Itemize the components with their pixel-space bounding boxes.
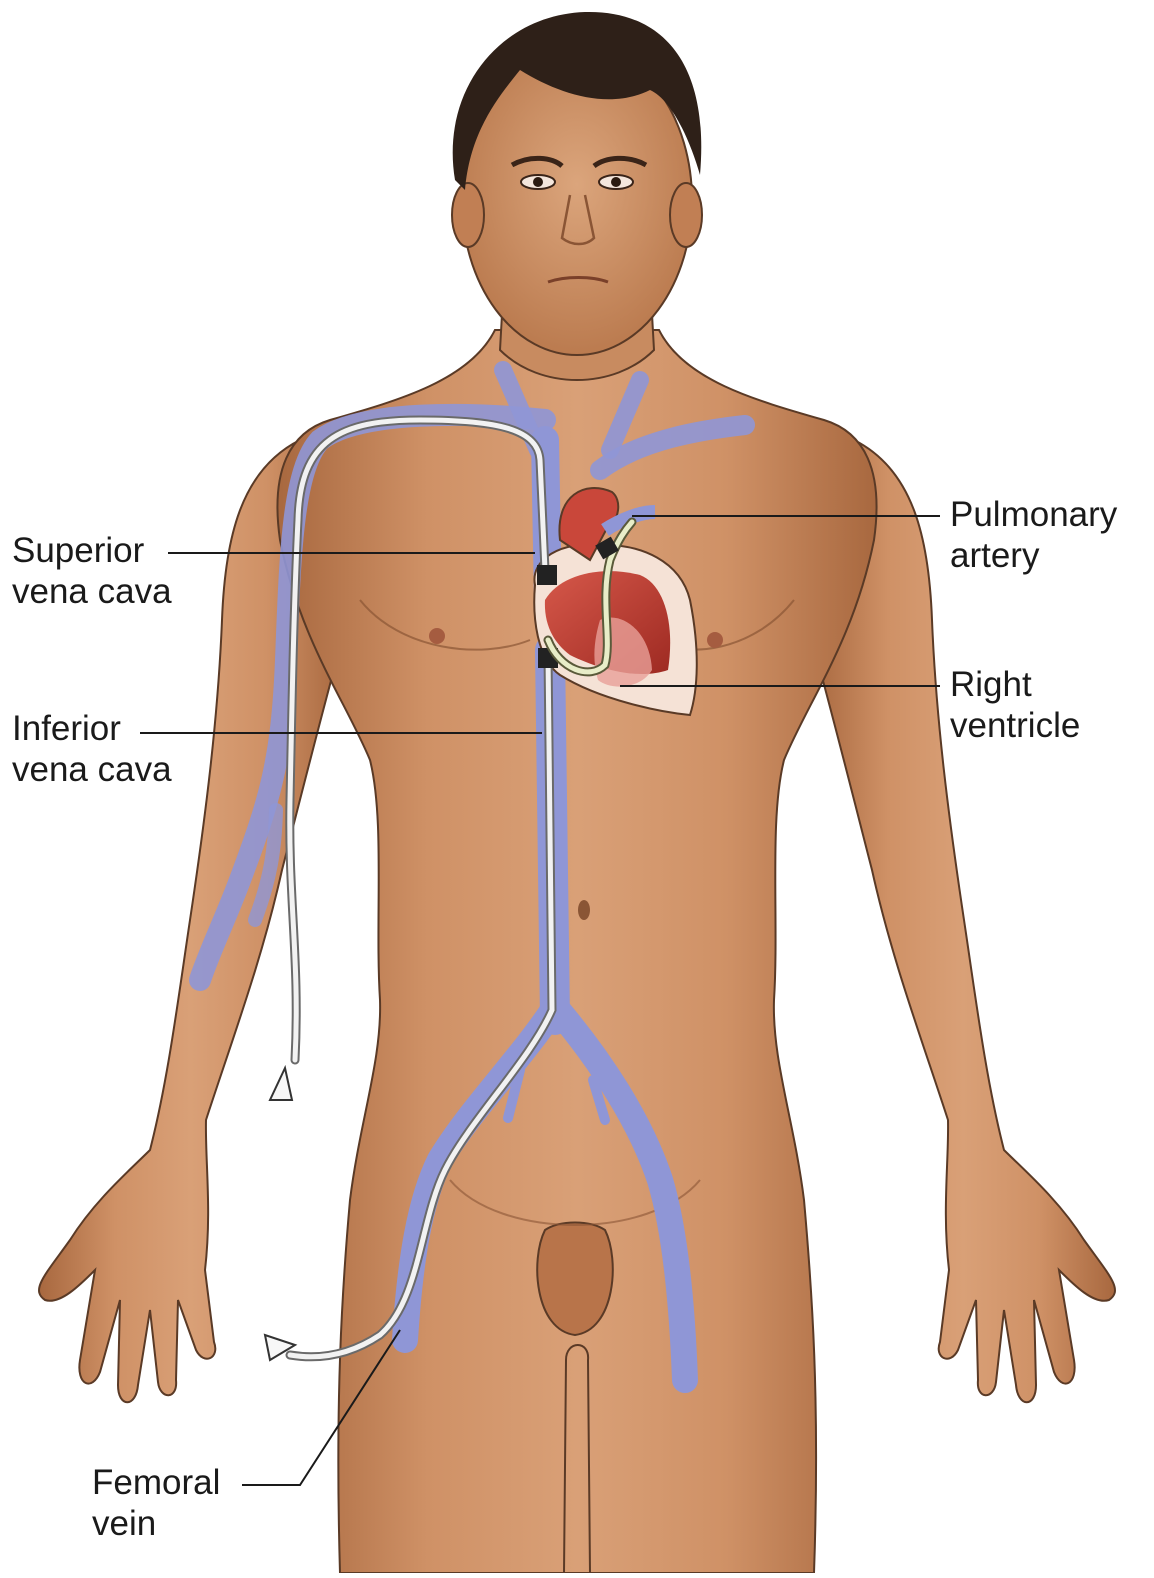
label-inferior-vena-cava-line2: vena cava	[12, 749, 172, 790]
label-right-ventricle-line2: ventricle	[950, 705, 1080, 746]
genitals	[537, 1223, 613, 1336]
body	[39, 12, 1115, 1573]
catheter-band-1	[537, 565, 557, 585]
ear-right	[670, 183, 702, 247]
label-pulmonary-artery-line1: Pulmonary	[950, 494, 1117, 535]
label-inferior-vena-cava-line1: Inferior	[12, 708, 172, 749]
nipple-right	[707, 632, 723, 648]
pupil-left	[533, 177, 543, 187]
label-femoral-vein-line2: vein	[92, 1503, 220, 1544]
catheter-arm-hub	[270, 1068, 292, 1100]
label-pulmonary-artery-line2: artery	[950, 535, 1117, 576]
label-pulmonary-artery: Pulmonary artery	[950, 494, 1117, 576]
label-femoral-vein: Femoral vein	[92, 1462, 220, 1544]
label-inferior-vena-cava: Inferior vena cava	[12, 708, 172, 790]
label-right-ventricle: Right ventricle	[950, 664, 1080, 746]
label-femoral-vein-line1: Femoral	[92, 1462, 220, 1503]
ear-left	[452, 183, 484, 247]
label-superior-vena-cava-line2: vena cava	[12, 571, 172, 612]
label-superior-vena-cava: Superior vena cava	[12, 530, 172, 612]
label-superior-vena-cava-line1: Superior	[12, 530, 172, 571]
label-right-ventricle-line1: Right	[950, 664, 1080, 705]
nipple-left	[429, 628, 445, 644]
pupil-right	[611, 177, 621, 187]
navel	[578, 900, 590, 920]
